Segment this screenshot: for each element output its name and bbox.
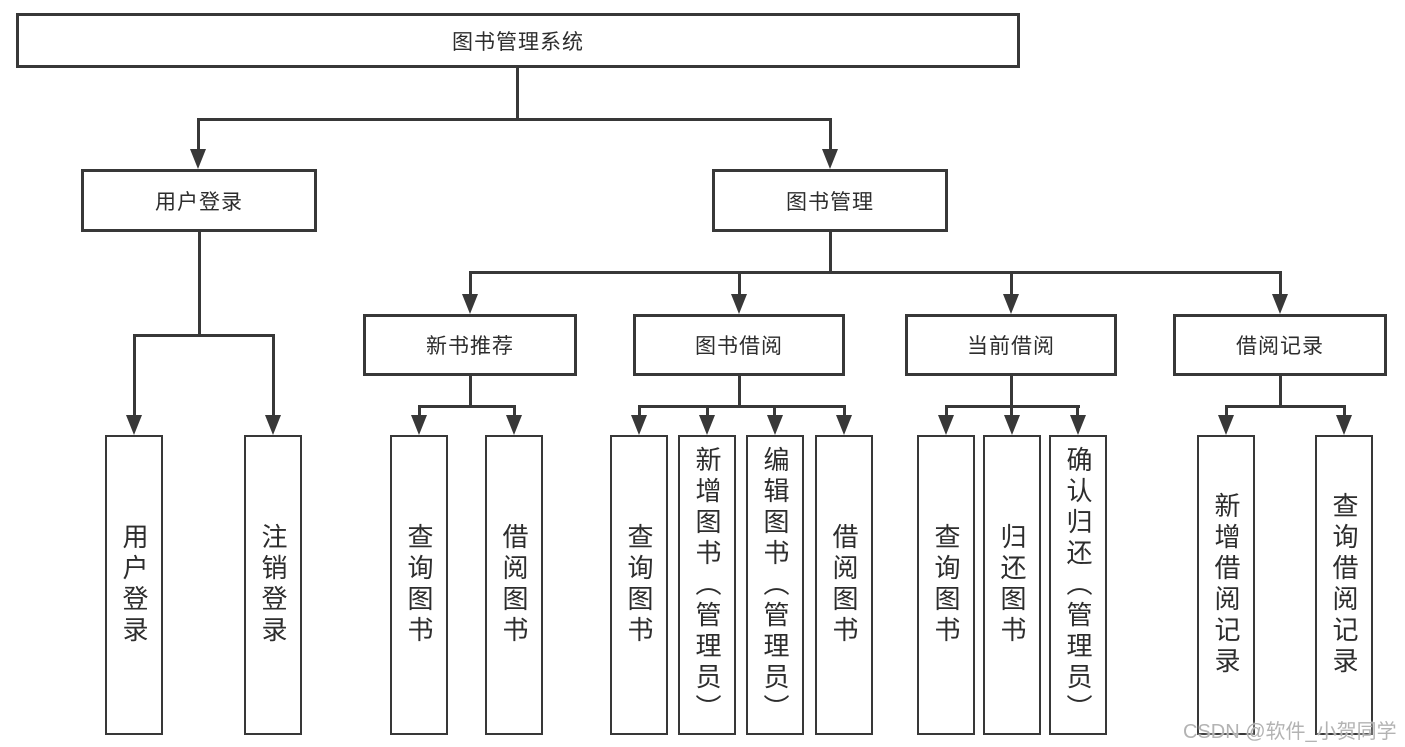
arrow-down-icon [411,415,427,435]
connector-to-book-mgmt [829,118,832,154]
connector-to-user-login [197,118,200,154]
connector-new-book-stem [469,376,472,408]
arrow-down-icon [265,415,281,435]
node-borrowing-records: 借阅记录 [1173,314,1387,376]
arrow-down-icon [822,149,838,169]
arrow-down-icon [1218,415,1234,435]
leaf-label: 新增借阅记录 [1211,492,1241,678]
connector-borrow-record-branch [1225,405,1346,408]
arrow-down-icon [126,415,142,435]
arrow-down-icon [1272,294,1288,314]
leaf-borrow-books-2: 借阅图书 [815,435,873,735]
arrow-down-icon [731,294,747,314]
connector-leaf-stem [843,405,846,418]
connector-leaf-stem [773,405,776,418]
connector-leaf-stem [1076,405,1079,418]
leaf-label: 查询图书 [624,523,654,647]
leaf-label: 查询图书 [404,523,434,647]
leaf-label: 查询图书 [931,523,961,647]
connector-leaf-stem [1343,405,1346,418]
node-label: 当前借阅 [967,335,1055,358]
connector-leaf-stem [638,405,641,418]
connector-to-book-borrow [738,271,741,297]
arrow-down-icon [836,415,852,435]
connector-user-login-stem [198,232,201,336]
node-current-borrowing: 当前借阅 [905,314,1117,376]
node-library-management-system: 图书管理系统 [16,13,1020,68]
leaf-label: 注销登录 [258,523,288,647]
leaf-label: 借阅图书 [499,523,529,647]
connector-root-stem [516,68,519,120]
arrow-down-icon [506,415,522,435]
leaf-add-borrow-record: 新增借阅记录 [1197,435,1255,735]
arrow-down-icon [767,415,783,435]
connector-root-branch [197,118,831,121]
connector-book-mgmt-stem [829,232,832,273]
leaf-query-books-3: 查询图书 [917,435,975,735]
leaf-label: 确认归还（管理员） [1063,445,1093,725]
arrow-down-icon [938,415,954,435]
node-user-login: 用户登录 [81,169,317,232]
connector-to-borrow-record [1279,271,1282,297]
arrow-down-icon [1336,415,1352,435]
node-label: 用户登录 [155,190,243,214]
node-label: 图书管理 [786,190,874,214]
node-book-borrowing: 图书借阅 [633,314,845,376]
connector-leaf-stem [1225,405,1228,418]
node-label: 图书借阅 [695,335,783,358]
leaf-label: 借阅图书 [829,523,859,647]
leaf-query-borrow-record: 查询借阅记录 [1315,435,1373,735]
node-new-book-recommend: 新书推荐 [363,314,577,376]
connector-user-login-branch [133,334,275,337]
connector-to-logout-leaf [272,334,275,418]
leaf-label: 归还图书 [997,523,1027,647]
leaf-user-login: 用户登录 [105,435,163,735]
connector-book-borrow-branch [638,405,845,408]
leaf-logout: 注销登录 [244,435,302,735]
leaf-query-books-1: 查询图书 [390,435,448,735]
node-label: 图书管理系统 [452,30,584,54]
arrow-down-icon [1003,294,1019,314]
leaf-label: 用户登录 [119,523,149,647]
arrow-down-icon [1004,415,1020,435]
arrow-down-icon [631,415,647,435]
connector-leaf-stem [418,405,421,418]
arrow-down-icon [1070,415,1086,435]
connector-to-current-borrow [1010,271,1013,297]
leaf-label: 查询借阅记录 [1329,492,1359,678]
connector-to-new-book [469,271,472,297]
connector-leaf-stem [513,405,516,418]
node-label: 新书推荐 [426,335,514,358]
leaf-add-books-admin: 新增图书（管理员） [678,435,736,735]
connector-borrow-record-stem [1279,376,1282,408]
leaf-label: 新增图书（管理员） [692,445,722,725]
watermark: CSDN @软件_小贺同学 [1183,721,1397,743]
arrow-down-icon [699,415,715,435]
node-book-management: 图书管理 [712,169,948,232]
leaf-label: 编辑图书（管理员） [760,445,790,725]
leaf-query-books-2: 查询图书 [610,435,668,735]
connector-book-mgmt-branch [469,271,1282,274]
connector-to-login-leaf [133,334,136,418]
connector-leaf-stem [1010,405,1013,418]
connector-leaf-stem [706,405,709,418]
leaf-edit-books-admin: 编辑图书（管理员） [746,435,804,735]
node-label: 借阅记录 [1236,335,1324,358]
connector-leaf-stem [945,405,948,418]
arrow-down-icon [462,294,478,314]
leaf-confirm-return-admin: 确认归还（管理员） [1049,435,1107,735]
connector-new-book-branch [418,405,516,408]
arrow-down-icon [190,149,206,169]
connector-book-borrow-stem [738,376,741,408]
leaf-return-books: 归还图书 [983,435,1041,735]
connector-current-borrow-stem [1010,376,1013,408]
leaf-borrow-books-1: 借阅图书 [485,435,543,735]
